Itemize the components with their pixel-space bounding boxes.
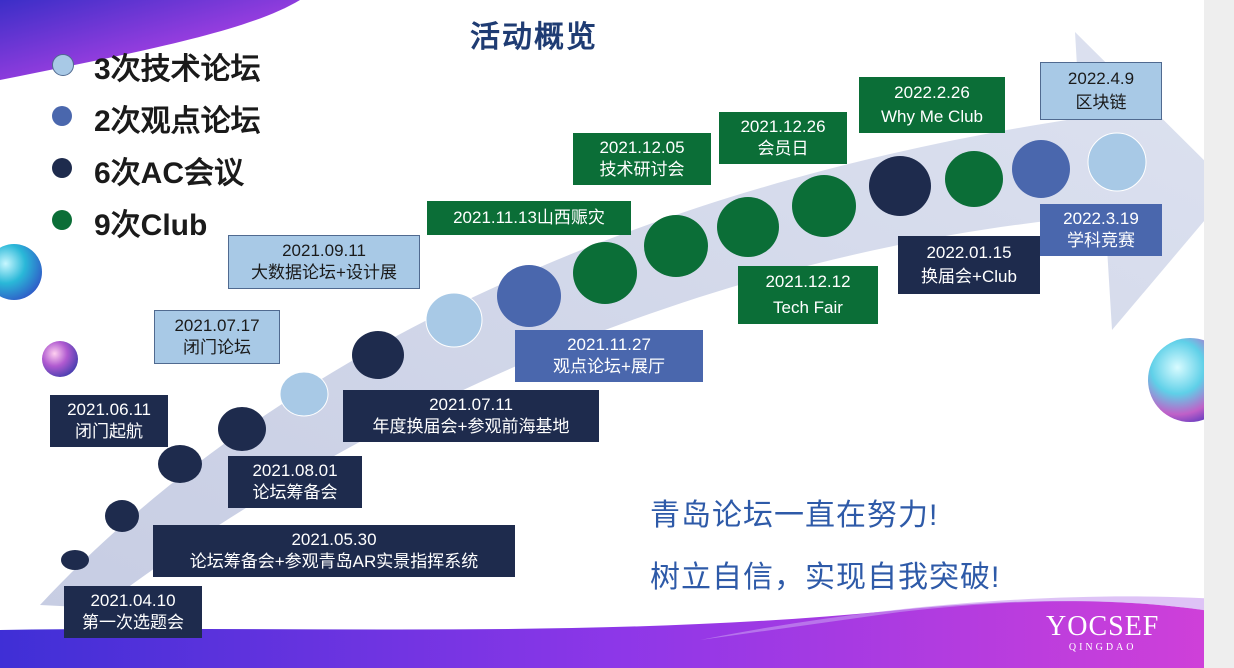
- legend-label: 9次Club: [94, 209, 208, 242]
- legend-dot-icon: [52, 158, 72, 178]
- slogan-line-2: 树立自信，实现自我突破!: [650, 561, 1001, 594]
- legend-dot-icon: [52, 106, 72, 126]
- top-left-blob: [0, 0, 300, 80]
- timeline-node-ac: [105, 500, 139, 532]
- legend-label: 3次技术论坛: [94, 53, 261, 86]
- timeline-node-ac: [61, 550, 89, 570]
- timeline-nodes: [61, 132, 1147, 570]
- slogan-line-1: 青岛论坛一直在努力!: [650, 499, 939, 532]
- legend-label: 6次AC会议: [94, 157, 245, 190]
- legend-dot-icon: [52, 210, 72, 230]
- timeline-node-technical: [1087, 132, 1147, 192]
- logo-sub-text: QINGDAO: [1068, 642, 1137, 653]
- logo-main-text: YOCSEF: [1046, 611, 1160, 642]
- timeline-node-club: [945, 151, 1003, 207]
- timeline-node-technical: [425, 292, 483, 348]
- timeline-node-viewpoint: [497, 265, 561, 327]
- timeline-node-club: [573, 242, 637, 304]
- timeline-node-ac: [352, 331, 404, 379]
- milestone-label: 2021.11.13山西赈灾: [427, 201, 631, 235]
- bottom-wave-light: [700, 596, 1234, 640]
- timeline-node-technical: [279, 371, 329, 417]
- legend-label: 2次观点论坛: [94, 105, 261, 138]
- timeline-node-viewpoint: [1012, 140, 1070, 198]
- timeline-node-club: [792, 175, 856, 237]
- yocsef-logo: YOCSEF QINGDAO: [1046, 612, 1159, 654]
- legend-dot-icon: [52, 54, 74, 76]
- timeline-node-club: [644, 215, 708, 277]
- timeline-node-club: [717, 197, 779, 257]
- timeline-node-ac: [218, 407, 266, 451]
- decor-sphere-left: [0, 244, 42, 300]
- decor-sphere-small: [42, 341, 78, 377]
- bottom-wave: [0, 600, 1234, 668]
- timeline-node-ac: [869, 156, 931, 216]
- page-title: 活动概览: [470, 21, 598, 54]
- right-scroll-strip: [1204, 0, 1234, 668]
- timeline-arrow: [40, 32, 1232, 608]
- timeline-node-ac: [158, 445, 202, 483]
